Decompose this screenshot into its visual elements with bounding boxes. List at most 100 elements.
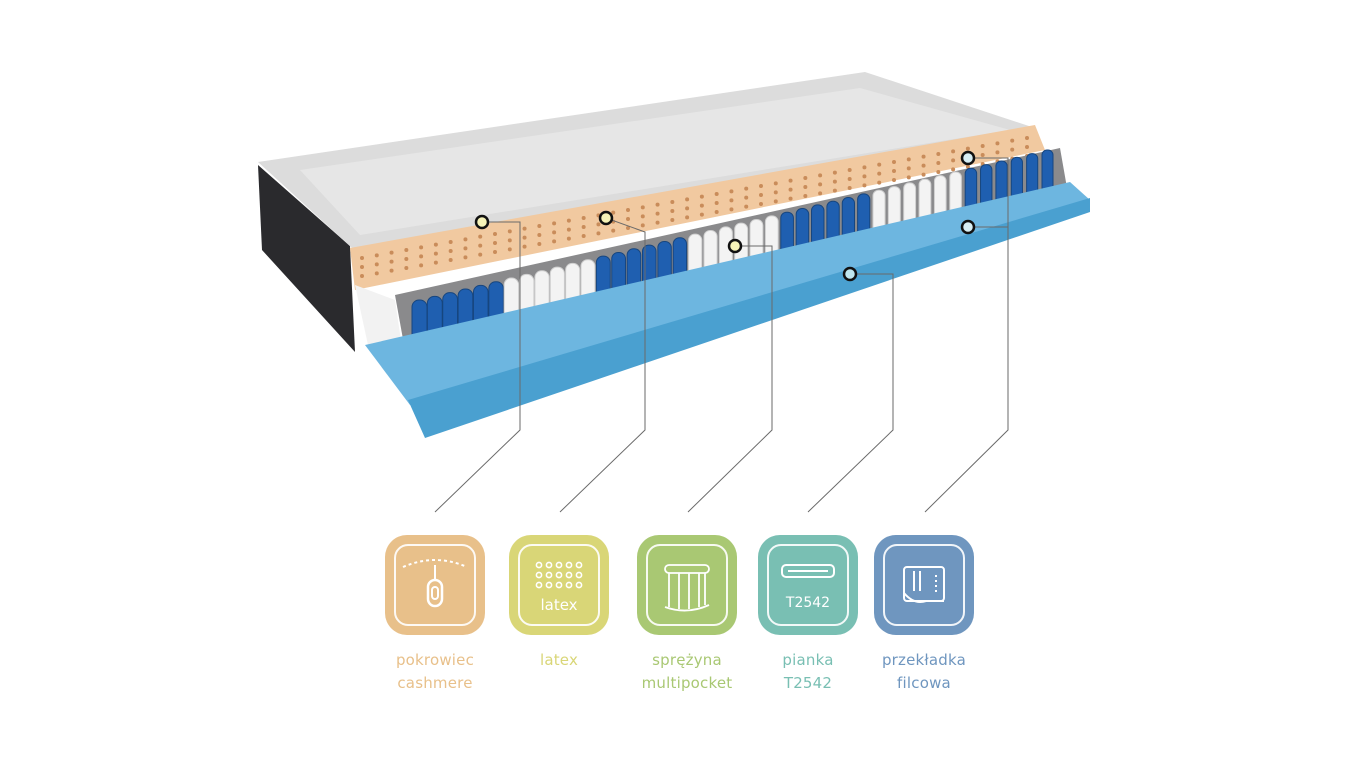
base-foam-front bbox=[408, 198, 1090, 438]
latex-hole bbox=[581, 234, 586, 238]
latex-hole bbox=[507, 238, 512, 243]
latex-hole bbox=[773, 190, 778, 195]
feature-felt: przekładka filcowa bbox=[854, 535, 994, 695]
latex-hole bbox=[847, 186, 852, 190]
latex-hole bbox=[995, 150, 1000, 155]
latex-hole bbox=[537, 224, 542, 228]
latex-icon-dot bbox=[535, 561, 543, 569]
latex-hole bbox=[478, 243, 483, 248]
latex-hole bbox=[552, 221, 557, 226]
feature-spring: sprężyna multipocket bbox=[617, 535, 757, 695]
cover-tile bbox=[385, 535, 485, 635]
foam-tile: T2542 bbox=[758, 535, 858, 635]
latex-hole bbox=[818, 182, 823, 187]
latex-hole bbox=[744, 195, 749, 200]
latex-hole bbox=[714, 201, 719, 205]
spring-caption: sprężyna multipocket bbox=[617, 649, 757, 695]
latex-hole bbox=[936, 152, 941, 156]
latex-hole bbox=[404, 266, 409, 270]
latex-hole bbox=[759, 193, 763, 197]
latex-hole bbox=[611, 228, 616, 233]
latex-hole bbox=[374, 271, 379, 276]
latex-hole bbox=[714, 210, 719, 214]
latex-hole bbox=[581, 216, 586, 220]
latex-icon-dot bbox=[555, 581, 563, 589]
latex-hole bbox=[1010, 138, 1015, 143]
latex-hole bbox=[640, 223, 645, 228]
latex-hole bbox=[921, 154, 926, 159]
latex-hole bbox=[493, 232, 497, 236]
latex-hole bbox=[818, 173, 823, 178]
latex-hole bbox=[1010, 147, 1015, 152]
latex-hole bbox=[419, 245, 424, 250]
callout-markers bbox=[474, 150, 976, 282]
latex-hole bbox=[773, 181, 778, 186]
latex-hole bbox=[433, 260, 438, 265]
latex-hole bbox=[596, 231, 601, 236]
latex-hole bbox=[419, 263, 424, 268]
latex-hole bbox=[670, 200, 675, 204]
latex-hole bbox=[360, 265, 364, 269]
feature-latex: latex latex bbox=[489, 535, 629, 672]
latex-hole bbox=[478, 252, 483, 257]
latex-hole bbox=[404, 257, 409, 261]
latex-hole bbox=[433, 251, 438, 256]
latex-tile: latex bbox=[509, 535, 609, 635]
latex-caption: latex bbox=[489, 649, 629, 672]
latex-icon-dot bbox=[535, 571, 543, 579]
latex-hole bbox=[581, 225, 586, 229]
latex-hole bbox=[965, 146, 970, 151]
latex-icon-text: latex bbox=[540, 596, 577, 614]
latex-hole bbox=[360, 274, 364, 278]
latex-hole bbox=[744, 186, 749, 191]
latex-hole bbox=[892, 178, 896, 182]
latex-hole bbox=[699, 194, 704, 199]
latex-hole bbox=[995, 141, 1000, 146]
pocket-spring-icon bbox=[664, 564, 710, 612]
latex-hole bbox=[906, 157, 911, 162]
mattress-back-side bbox=[258, 165, 355, 352]
foam-label-line1: pianka bbox=[782, 651, 834, 669]
latex-hole bbox=[951, 149, 956, 154]
latex-hole bbox=[596, 222, 601, 227]
latex-hole bbox=[714, 192, 719, 196]
latex-hole bbox=[448, 258, 453, 262]
latex-hole bbox=[404, 248, 409, 252]
spring-label-line2: multipocket bbox=[641, 674, 733, 692]
latex-hole bbox=[685, 215, 690, 220]
latex-hole bbox=[374, 262, 379, 267]
latex-hole bbox=[699, 203, 704, 208]
latex-icon-dot bbox=[555, 561, 563, 569]
foam-block-icon: T2542 bbox=[781, 564, 835, 611]
latex-hole bbox=[892, 160, 896, 164]
latex-icon-dot bbox=[575, 561, 583, 569]
latex-hole bbox=[906, 166, 911, 171]
latex-hole bbox=[566, 236, 571, 241]
latex-icon-dot bbox=[565, 571, 573, 579]
latex-icon-dot bbox=[565, 561, 573, 569]
spring-label-line1: sprężyna bbox=[652, 651, 722, 669]
latex-icon-dot bbox=[565, 581, 573, 589]
latex-hole bbox=[832, 170, 837, 175]
latex-icon-dot bbox=[545, 571, 553, 579]
cover-label-line1: pokrowiec bbox=[395, 651, 475, 669]
latex-hole bbox=[507, 229, 512, 234]
feature-foam: T2542 pianka T2542 bbox=[738, 535, 878, 695]
cover-top-shade bbox=[300, 88, 1010, 235]
latex-hole bbox=[877, 171, 882, 176]
latex-hole bbox=[626, 226, 630, 230]
felt-caption: przekładka filcowa bbox=[854, 649, 994, 695]
latex-hole bbox=[847, 168, 852, 172]
latex-hole bbox=[463, 255, 468, 260]
latex-hole bbox=[951, 167, 956, 172]
latex-hole bbox=[788, 178, 793, 183]
latex-hole bbox=[906, 175, 911, 180]
latex-hole bbox=[670, 218, 675, 222]
feature-cover: pokrowiec cashmere bbox=[365, 535, 505, 695]
latex-hole bbox=[448, 249, 453, 253]
foam-icon-text: T2542 bbox=[785, 595, 830, 611]
latex-hole bbox=[877, 162, 882, 167]
latex-hole bbox=[389, 268, 394, 273]
latex-hole bbox=[803, 176, 808, 180]
latex-hole bbox=[699, 212, 704, 217]
